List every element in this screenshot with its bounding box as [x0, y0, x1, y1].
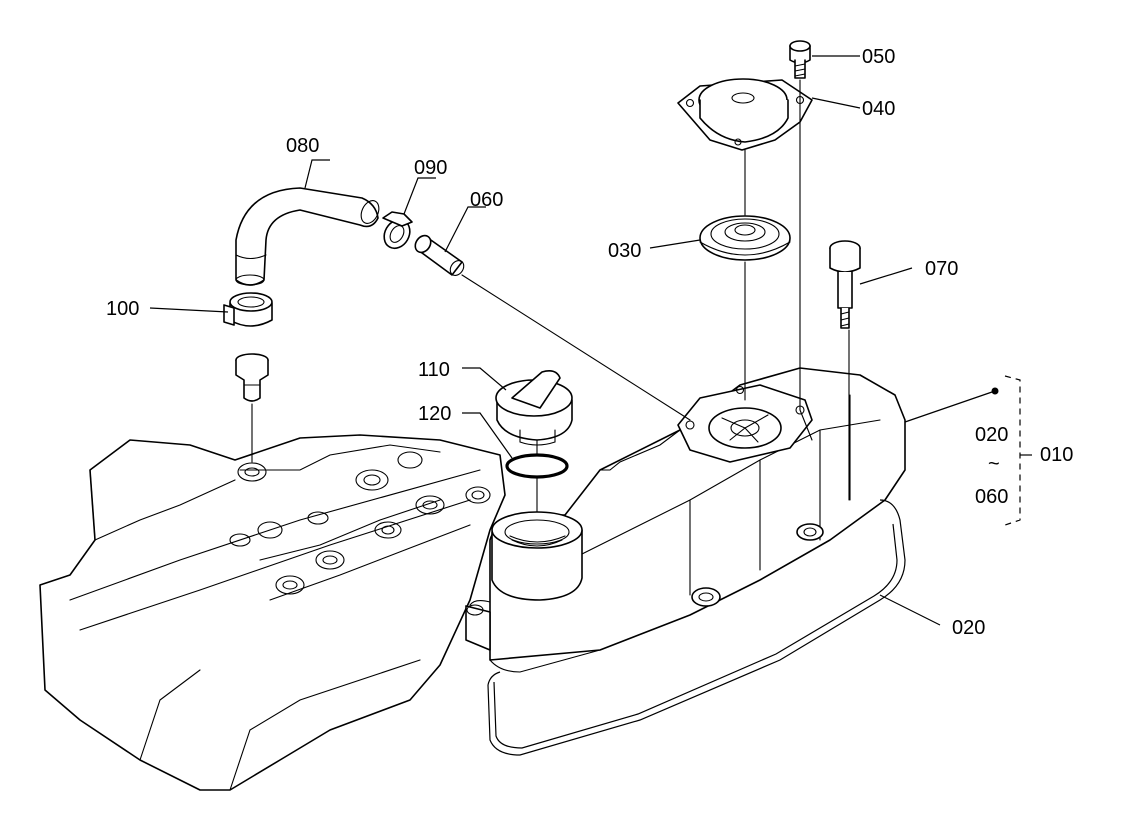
callout-090: 090 — [414, 157, 447, 179]
callout-labels: 050 040 030 070 080 090 060 100 110 120 … — [106, 46, 1073, 639]
callout-100: 100 — [106, 298, 139, 320]
callout-020: 020 — [952, 617, 985, 639]
hose-clamp-upper — [382, 211, 413, 250]
callout-120: 120 — [418, 403, 451, 425]
breather-cover — [677, 78, 813, 151]
assembly-lines — [251, 79, 850, 513]
o-ring — [505, 453, 569, 479]
callout-010: 010 — [1040, 444, 1073, 466]
callout-070: 070 — [925, 258, 958, 280]
flange-bolt — [829, 240, 861, 329]
head-cover — [465, 367, 906, 673]
callout-range-tilde: ~ — [988, 453, 1000, 475]
callout-060: 060 — [470, 189, 503, 211]
cylinder-head — [39, 434, 506, 791]
callout-030: 030 — [608, 240, 641, 262]
leader-lines — [149, 55, 1032, 626]
callout-110: 110 — [418, 359, 450, 381]
breather-valve — [699, 215, 791, 261]
callout-050: 050 — [862, 46, 895, 68]
callout-range-start: 020 — [975, 424, 1008, 446]
head-fitting — [235, 353, 269, 402]
callout-040: 040 — [862, 98, 895, 120]
callout-range-end: 060 — [975, 486, 1008, 508]
oil-filler-cap — [495, 370, 573, 446]
cover-screw — [789, 40, 811, 79]
breather-hose — [235, 187, 380, 286]
hose-clamp-lower — [223, 292, 273, 327]
callout-080: 080 — [286, 135, 319, 157]
cover-gasket — [487, 499, 906, 756]
breather-nipple — [414, 234, 465, 276]
